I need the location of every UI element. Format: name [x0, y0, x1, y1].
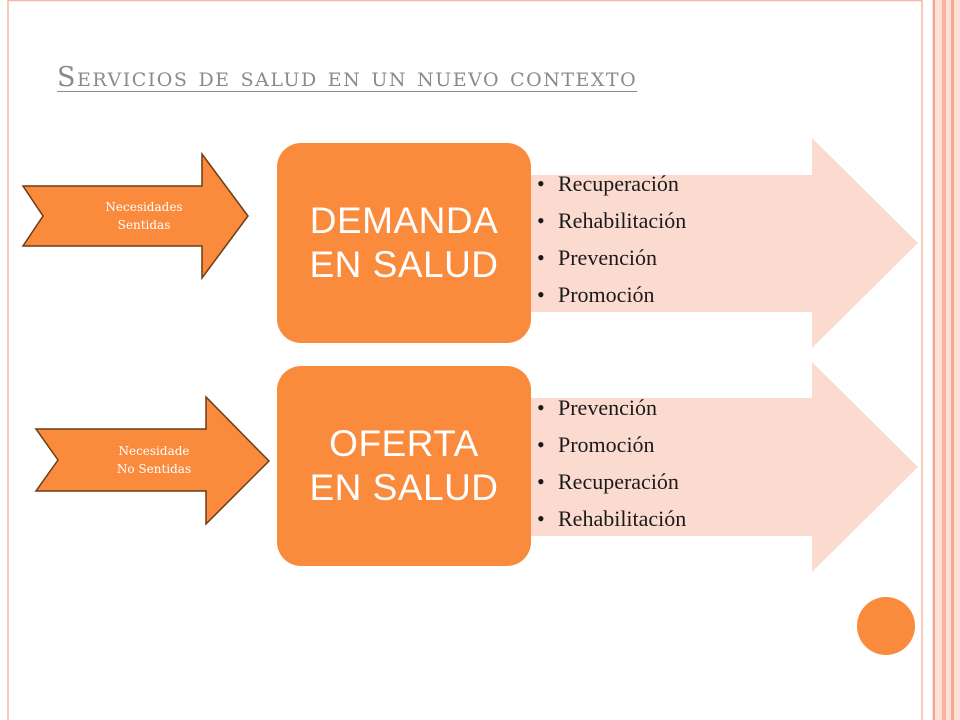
- accent-circle: [857, 597, 915, 655]
- demanda-box: DEMANDA EN SALUD: [277, 143, 531, 343]
- oferta-label: OFERTA EN SALUD: [309, 423, 499, 508]
- demanda-label: DEMANDA EN SALUD: [309, 200, 499, 285]
- slide-title: Servicios de salud en un nuevo contexto: [57, 62, 638, 93]
- page-border: [7, 0, 923, 720]
- right-stripe: [942, 0, 946, 720]
- list-item: Prevención: [537, 389, 686, 426]
- oferta-box: OFERTA EN SALUD: [277, 366, 531, 566]
- list-item: Promoción: [537, 426, 686, 463]
- list-item: Prevención: [537, 239, 686, 276]
- oferta-list: Prevención Promoción Recuperación Rehabi…: [537, 389, 686, 537]
- necesidades-sentidas-label: Necesidades Sentidas: [105, 200, 183, 232]
- right-stripe: [933, 0, 935, 720]
- necesidade-no-sentidas-label: Necesidade No Sentidas: [116, 444, 192, 476]
- list-item: Rehabilitación: [537, 500, 686, 537]
- right-stripe: [951, 0, 954, 720]
- list-item: Rehabilitación: [537, 202, 686, 239]
- necesidade-no-sentidas-arrow: [34, 395, 271, 526]
- demanda-list: Recuperación Rehabilitación Prevención P…: [537, 165, 686, 313]
- list-item: Recuperación: [537, 463, 686, 500]
- list-item: Recuperación: [537, 165, 686, 202]
- necesidades-sentidas-arrow: [21, 151, 249, 281]
- list-item: Promoción: [537, 276, 686, 313]
